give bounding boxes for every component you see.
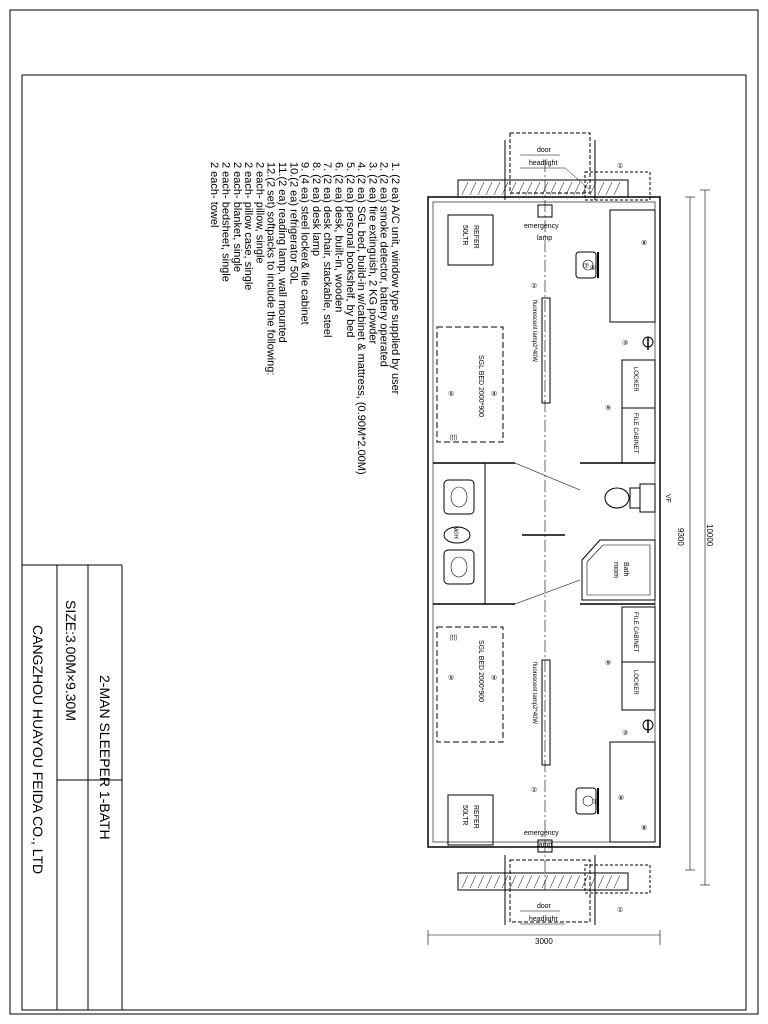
note-line: 4. (2 ea) SGL bed, build-in w/cabinet & … [355, 162, 367, 475]
note-line: 2 each- towel [208, 162, 220, 227]
fluorescent-label-bottom: fluorescent lamp2*40W [531, 662, 537, 724]
wh-label: W/H [452, 527, 458, 539]
callout-9-bottom: ⑨ [605, 659, 611, 667]
dim-3000: 3000 [535, 937, 553, 946]
lamp-label-top: lamp [537, 235, 552, 242]
note-line: 12.(2 set) softpacks to include the foll… [265, 162, 277, 375]
title-text: 2-MAN SLEEPER 1-BATH [97, 675, 113, 840]
file-cabinet-label-bottom: FILE CABINET [632, 612, 638, 653]
fire-extinguisher-top [642, 336, 654, 350]
callout-4-top: ④ [491, 390, 497, 398]
bathroom-label: Bath [622, 562, 629, 577]
note-line: 2 each- blanket, single [231, 162, 243, 272]
door-label-top: door [537, 147, 552, 154]
fluorescent-label-top: fluorescent lamp2*40W [531, 300, 537, 362]
note-line: 7. (2 ea) desk chair, stackable, steel [321, 162, 333, 337]
fire-extinguisher-bottom [642, 719, 654, 733]
door-bottom [509, 859, 591, 923]
callout-1-top: ① [617, 162, 623, 170]
refer-cap-top: 50LTR [461, 225, 468, 246]
refrigerator-bottom [447, 794, 494, 846]
callout-6-top: ⑥ [590, 264, 596, 272]
door-top [509, 132, 591, 194]
callout-2-bottom: ② [531, 786, 537, 794]
note-line: 10.(2 ea) refrigerator 50L [287, 162, 299, 284]
note-line: 5. (2 ea) personal bookshelf, by bed [344, 162, 356, 338]
bed-label-bottom: SGL BED 2000*900 [477, 640, 484, 702]
callout-8-bottom: ⑧ [641, 824, 647, 832]
note-line: 2 each- bedsheet, single [220, 162, 232, 282]
refer-label-bottom: REFER [472, 805, 479, 829]
headlight-label-top: headlight [529, 160, 557, 167]
bathroom [581, 539, 656, 601]
fluorescent-lamp-bottom [541, 659, 551, 766]
callout-8-top: ⑧ [641, 239, 647, 247]
callout-5-top: ⑤ [448, 390, 454, 398]
container-outline [427, 196, 661, 848]
size-text: SIZE:3.00M×9.30M [63, 600, 79, 721]
callout-1-bottom: ① [617, 906, 623, 914]
note-line: 2. (2 ea) smoke detector, battery operat… [378, 162, 390, 367]
note-line: 3. (2 ea) fire extinguish, 2 KG powder [366, 162, 378, 345]
note-line: 6. (2 ea) desk, built-in, wooden [333, 162, 345, 312]
emergency-label-bottom: emergency [524, 830, 559, 837]
lamp-label-bottom: lamp [537, 842, 552, 849]
callout-2-top: ② [531, 282, 537, 290]
locker-label-bottom: LOCKER [632, 670, 638, 695]
bed-top [436, 326, 504, 443]
note-line: 11.(2 ea) reading lamp, wall mounted [276, 162, 288, 343]
door-label-bottom: door [537, 903, 552, 910]
callout-4-bottom: ④ [491, 674, 497, 682]
callout-7-bottom: ⑦ [592, 798, 598, 806]
desk-top [609, 209, 656, 323]
wash-basin-bottom [443, 549, 475, 585]
callout-11-top: ⑾ [450, 433, 457, 442]
floor-plan: door headlight ① door headlight ① emerge… [427, 132, 714, 946]
chair-bottom [575, 787, 599, 815]
toilet [604, 483, 656, 513]
note-line: 9. (4 ea) steel locker& file cabinet [299, 162, 311, 325]
chair-top [575, 251, 599, 279]
locker-label-top: LOCKER [632, 367, 638, 392]
inner-frame [21, 74, 747, 1011]
outer-frame [9, 9, 759, 1015]
title-block: 2-MAN SLEEPER 1-BATH SIZE:3.00M×9.30M CA… [22, 564, 123, 1010]
ac-unit-bottom [457, 872, 629, 891]
bed-bottom [436, 626, 504, 743]
wash-basin-top [443, 479, 475, 515]
file-cabinet-label-top: FILE CABINET [632, 413, 638, 454]
note-line: 1. (2 ea) A/C unit, window type supplied… [389, 162, 401, 395]
callout-6-bottom: ⑥ [618, 794, 624, 802]
note-line: 2 each- pillow case, single [242, 162, 254, 290]
fluorescent-lamp-top [541, 297, 551, 404]
note-line: 8. (2 ea) desk lamp [310, 162, 322, 256]
desk-bottom [609, 741, 656, 843]
dim-10000: 10000 [705, 524, 714, 547]
refrigerator-top [447, 214, 494, 266]
headlight-label-bottom: headlight [529, 916, 557, 923]
callout-5-bottom: ⑤ [448, 674, 454, 682]
bed-label-top: SGL BED 2000*900 [477, 355, 484, 417]
refer-label-top: REFER [472, 225, 479, 249]
callout-11-bottom: ⑾ [450, 633, 457, 642]
locker-bottom [621, 661, 656, 711]
company-text: CANGZHOU HUAYOU FEIDA CO., LTD [30, 625, 46, 874]
water-heater: W/H [443, 526, 471, 544]
notes-list: 1. (2 ea) A/C unit, window type supplied… [208, 162, 401, 475]
dim-9300: 9300 [676, 528, 685, 546]
bathroom-label-2: room [612, 562, 619, 578]
ac-unit-top [457, 179, 629, 198]
vf-label: VF [664, 494, 671, 503]
callout-3-top: ③ [622, 339, 628, 347]
refer-cap-bottom: 50LTR [461, 805, 468, 826]
callout-3-bottom: ③ [622, 729, 628, 737]
emergency-label-top: emergency [524, 223, 559, 230]
callout-9-top: ⑨ [605, 404, 611, 412]
note-line: 2 each- pillow, single [253, 162, 265, 264]
callout-7-top: ⑦ [583, 262, 589, 270]
